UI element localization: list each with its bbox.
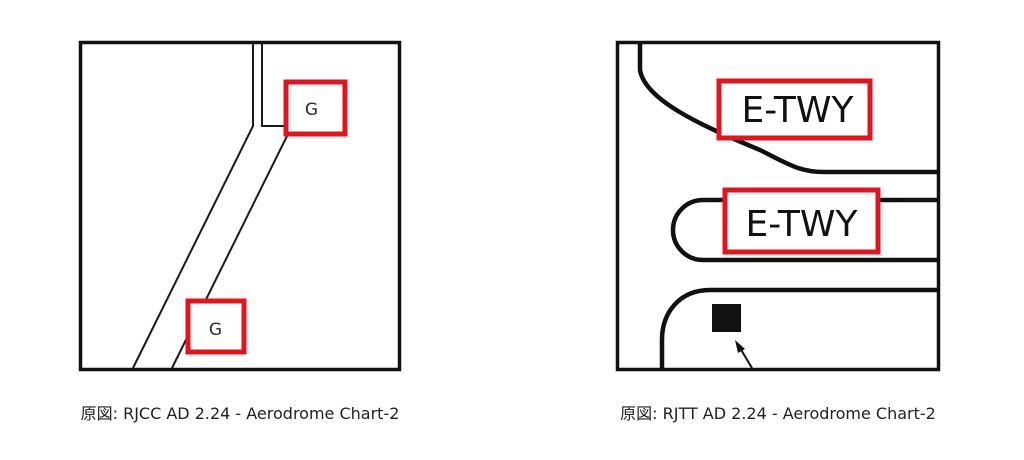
pointer-arrow-head-icon <box>735 340 745 353</box>
highlight-box-etwy-lower <box>722 187 881 255</box>
pointer-arrow-shaft <box>739 347 753 369</box>
taxiway-label-etwy-lower: E-TWY <box>745 204 858 245</box>
taxiway-label-g-upper: G <box>305 100 318 120</box>
taxiway-label-g-lower: G <box>209 320 222 340</box>
taxiway-e-upper-edge <box>637 44 938 175</box>
highlight-box-g-lower <box>185 298 247 355</box>
right-chart-panel: E-TWY E-TWY <box>615 40 941 372</box>
left-chart-panel: G G <box>78 40 404 372</box>
taxiway-e-loop <box>670 197 938 263</box>
marker-square-icon <box>712 304 741 332</box>
right-chart-caption: 原図: RJTT AD 2.24 - Aerodrome Chart-2 <box>620 404 936 423</box>
highlight-box-g-upper <box>283 79 348 137</box>
taxiway-label-etwy-upper: E-TWY <box>741 90 854 131</box>
right-panel-frame <box>615 40 941 372</box>
taxiway-g-left-edge <box>132 44 254 369</box>
taxiway-g-right-edge <box>171 44 294 369</box>
taxiway-lower-edge <box>659 287 938 368</box>
left-chart-caption: 原図: RJCC AD 2.24 - Aerodrome Chart-2 <box>80 404 400 423</box>
highlight-box-etwy-upper <box>716 78 873 141</box>
